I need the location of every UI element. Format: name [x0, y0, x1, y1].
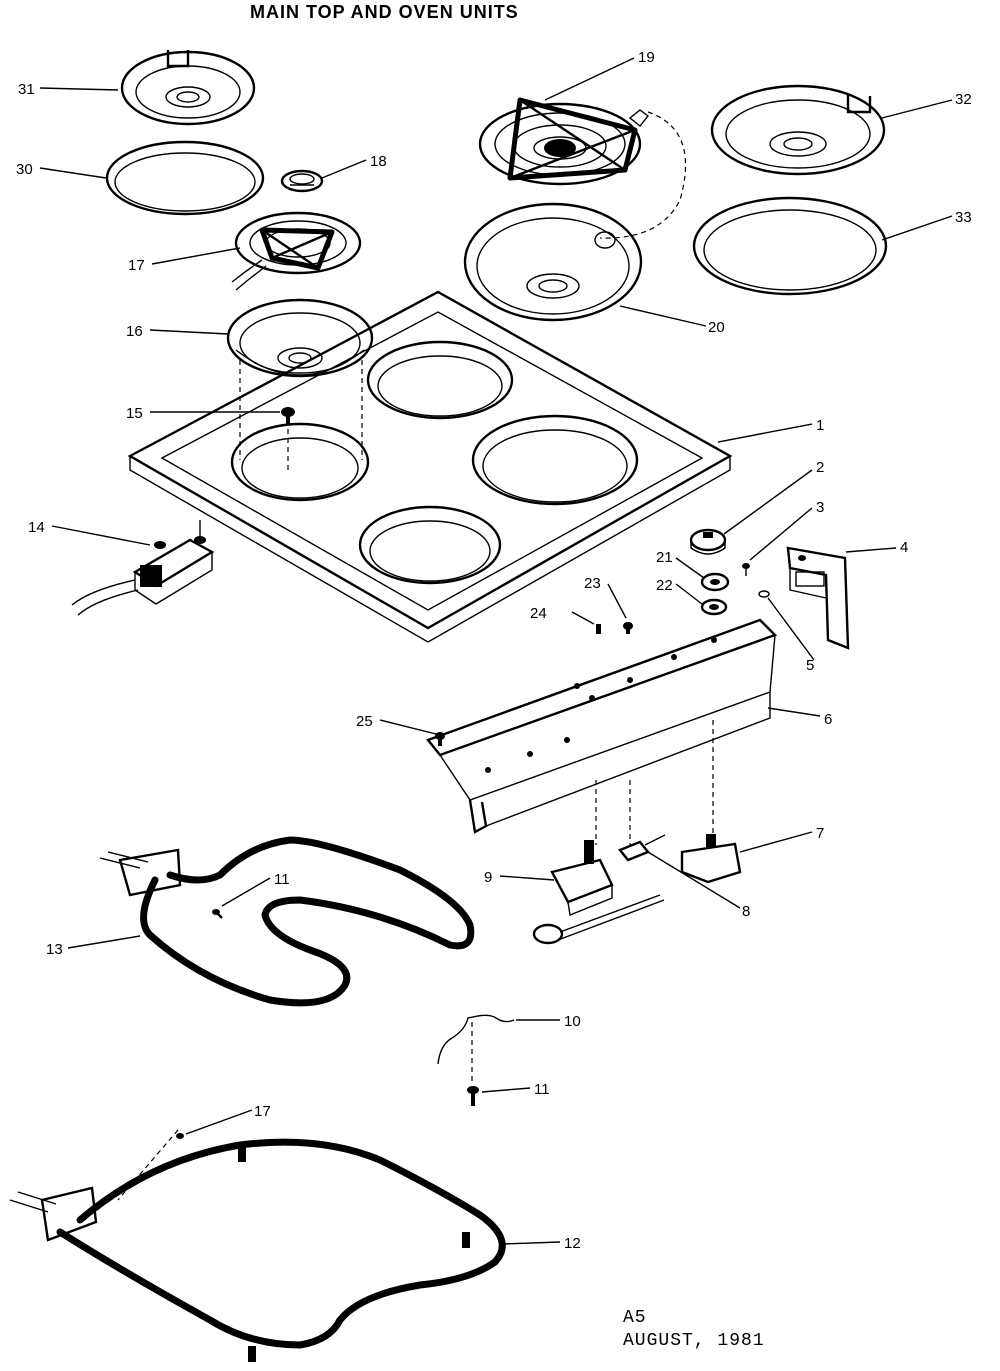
- wire-10: [437, 1014, 515, 1085]
- knob-2: [689, 528, 727, 555]
- screw-23: [623, 622, 633, 634]
- diagram-code: A5: [623, 1308, 647, 1328]
- callout-16: 16: [126, 323, 143, 340]
- callout-24: 24: [530, 605, 547, 622]
- callout-4: 4: [900, 539, 908, 556]
- callout-1: 1: [816, 417, 824, 434]
- receptacle-18: [280, 169, 324, 193]
- callout-10: 10: [564, 1013, 581, 1030]
- diagram-date: AUGUST, 1981: [623, 1331, 765, 1351]
- drip-pan-16: [226, 298, 374, 378]
- callout-17-bottom: 17: [254, 1103, 271, 1120]
- screw-24: [596, 624, 601, 634]
- callout-18: 18: [370, 153, 387, 170]
- broil-element-13: [99, 836, 475, 1007]
- callout-5: 5: [806, 657, 814, 674]
- surface-unit-19: [478, 97, 687, 239]
- callout-11-lower: 11: [534, 1081, 550, 1098]
- switch-7: [680, 834, 742, 884]
- trim-ring-33: [692, 196, 888, 296]
- drip-pan-20: [463, 202, 643, 322]
- callout-9: 9: [484, 869, 492, 886]
- bezel-21: [700, 572, 730, 592]
- callout-7: 7: [816, 825, 824, 842]
- thermostat-9: [532, 840, 665, 945]
- callout-21: 21: [656, 549, 673, 566]
- callout-32: 32: [955, 91, 972, 108]
- control-panel-6: [426, 618, 778, 834]
- callout-8: 8: [742, 903, 750, 920]
- bake-element-12: [9, 1129, 506, 1362]
- indicator-light-8: [618, 834, 666, 862]
- leader-lines: [39, 57, 953, 1245]
- callout-30: 30: [16, 161, 33, 178]
- screw-15: [281, 407, 295, 424]
- callout-3: 3: [816, 499, 824, 516]
- terminal-block-14: [71, 520, 215, 616]
- callout-11-upper: 11: [274, 871, 290, 888]
- drip-pan-32: [710, 84, 886, 176]
- callout-33: 33: [955, 209, 972, 226]
- callout-6: 6: [824, 711, 832, 728]
- washer-22: [700, 598, 728, 616]
- screw-11b: [467, 1086, 479, 1106]
- callout-19: 19: [638, 49, 655, 66]
- callout-14: 14: [28, 519, 45, 536]
- callout-22: 22: [656, 577, 673, 594]
- screw-17b: [176, 1133, 184, 1139]
- callout-2: 2: [816, 459, 824, 476]
- callout-25: 25: [356, 713, 373, 730]
- callout-20: 20: [708, 319, 725, 336]
- callout-15: 15: [126, 405, 143, 422]
- callout-31: 31: [18, 81, 35, 98]
- screw-3: [742, 563, 750, 576]
- callout-17-top: 17: [128, 257, 145, 274]
- surface-unit-17: [231, 211, 362, 291]
- trim-ring-30: [105, 140, 265, 216]
- callout-23: 23: [584, 575, 601, 592]
- callout-13: 13: [46, 941, 63, 958]
- main-top-1: [127, 290, 733, 643]
- diagram-title: MAIN TOP AND OVEN UNITS: [250, 2, 519, 22]
- callout-labels: 31 30 18 17 16 15 19 20 32 33 1 2 3 4 5 …: [16, 49, 972, 1252]
- bracket-4: [786, 546, 850, 650]
- drip-pan-31: [120, 50, 256, 126]
- callout-12: 12: [564, 1235, 581, 1252]
- screw-11a: [212, 909, 223, 919]
- clip-5: [758, 590, 770, 598]
